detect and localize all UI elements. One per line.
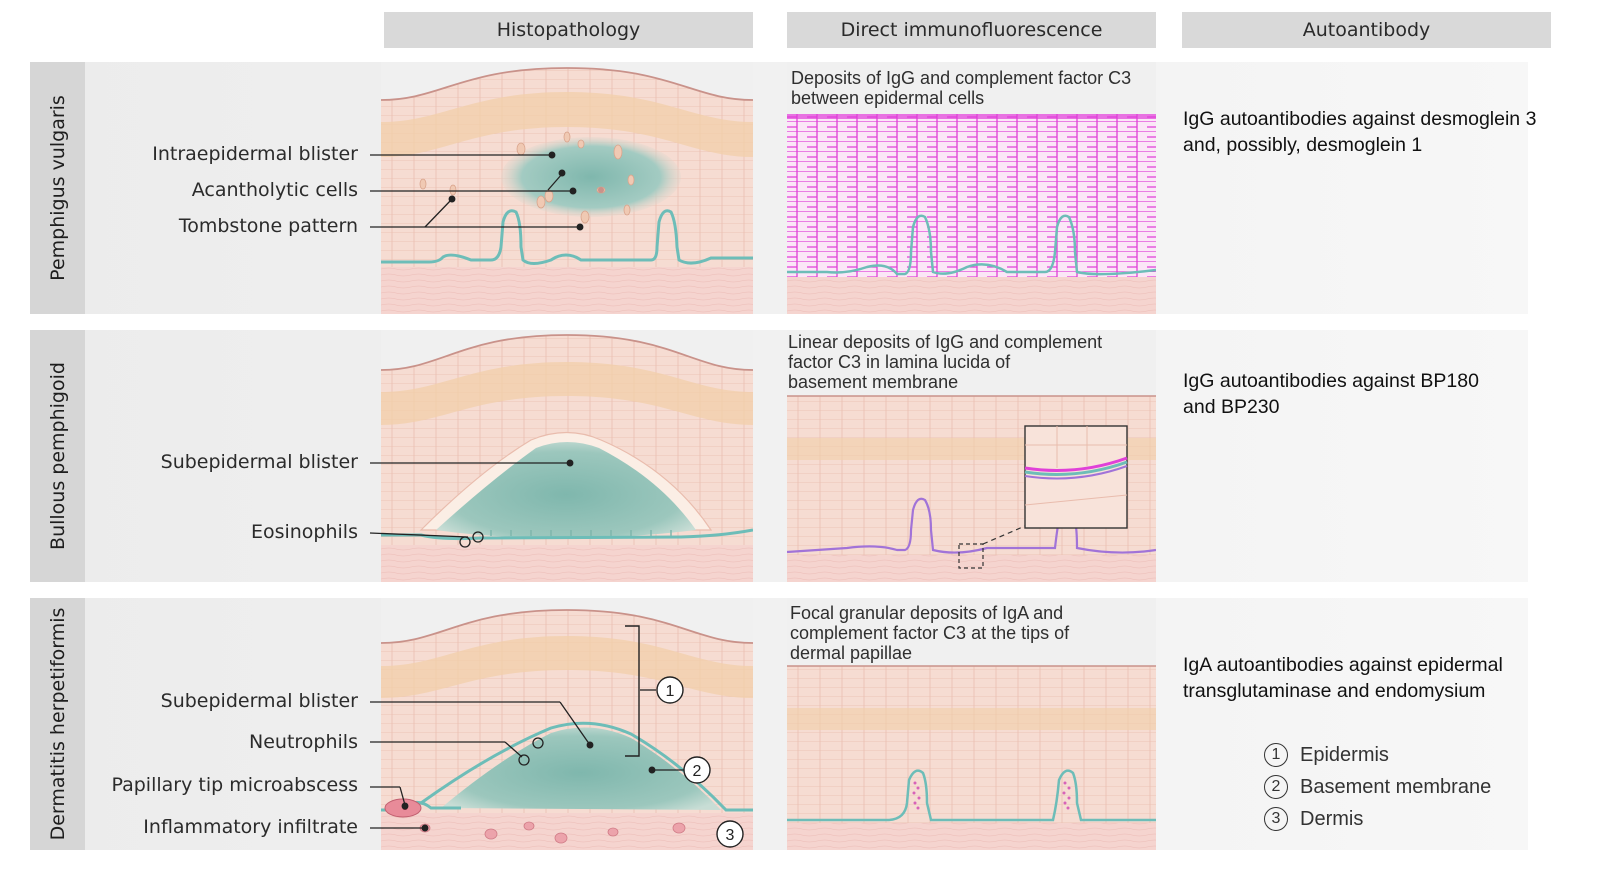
row-label-bullous: Bullous pemphigoid: [30, 330, 85, 582]
header-dif-text: Direct immunofluorescence: [840, 19, 1103, 41]
legend-label: Dermis: [1300, 807, 1364, 830]
dif-panel-dermatitis: [787, 598, 1156, 850]
marker-1-text: 1: [666, 683, 675, 700]
label-subepidermal-blister-dh: Subepidermal blister: [160, 690, 358, 712]
header-dif: Direct immunofluorescence: [787, 12, 1156, 48]
legend-item-basement-membrane: 2 Basement membrane: [1264, 773, 1491, 801]
label-tombstone-pattern: Tombstone pattern: [178, 215, 358, 237]
dif-caption-line: basement membrane: [788, 372, 959, 392]
dif-caption-line: between epidermal cells: [791, 88, 985, 108]
dif-panel-pemphigus: [787, 62, 1156, 314]
dif-caption-dermatitis: Focal granular deposits of IgA and compl…: [790, 603, 1069, 663]
legend-number: 3: [1264, 807, 1288, 831]
legend-item-epidermis: 1 Epidermis: [1264, 741, 1389, 769]
legend-label: Basement membrane: [1300, 775, 1492, 798]
row-band-pemphigus: [30, 62, 1528, 314]
label-acantholytic-cells: Acantholytic cells: [191, 179, 358, 201]
dif-panel-bullous: [787, 330, 1156, 582]
marker-2: [683, 756, 711, 784]
histo-panel-bullous: [381, 330, 753, 582]
autoantibody-line: IgG autoantibodies against desmoglein 3: [1183, 108, 1537, 130]
autoantibody-line: IgA autoantibodies against epidermal: [1183, 654, 1503, 676]
autoantibody-line: and BP230: [1183, 396, 1280, 418]
dif-caption-bullous: Linear deposits of IgG and complement fa…: [788, 332, 1102, 392]
marker-2-text: 2: [693, 763, 702, 780]
marker-3-text: 3: [726, 827, 735, 844]
autoantibody-line: IgG autoantibodies against BP180: [1183, 370, 1479, 392]
header-autoantibody-text: Autoantibody: [1302, 19, 1431, 41]
header-histopathology-text: Histopathology: [496, 19, 641, 41]
dif-caption-line: complement factor C3 at the tips of: [790, 623, 1070, 643]
legend-number: 1: [1264, 743, 1288, 767]
dif-caption-line: Linear deposits of IgG and complement: [788, 332, 1103, 352]
dif-caption-pemphigus: Deposits of IgG and complement factor C3…: [791, 68, 1131, 108]
marker-3: [716, 820, 744, 848]
dif-caption-line: Focal granular deposits of IgA and: [790, 603, 1064, 623]
legend-label: Epidermis: [1300, 743, 1389, 766]
label-eosinophils: Eosinophils: [250, 521, 358, 543]
autoantibody-pemphigus: IgG autoantibodies against desmoglein 3 …: [1183, 106, 1536, 158]
dif-caption-line: factor C3 in lamina lucida of: [788, 352, 1011, 372]
histo-panel-pemphigus: [381, 62, 753, 314]
row-label-pemphigus: Pemphigus vulgaris: [30, 62, 85, 314]
autoantibody-bullous: IgG autoantibodies against BP180 and BP2…: [1183, 368, 1479, 420]
label-neutrophils: Neutrophils: [249, 731, 358, 753]
marker-1: [656, 676, 684, 704]
row-label-dermatitis: Dermatitis herpetiformis: [30, 598, 85, 850]
histo-panel-dermatitis: [381, 598, 753, 850]
autoantibody-line: transglutaminase and endomysium: [1183, 680, 1486, 702]
autoantibody-line: and, possibly, desmoglein 1: [1183, 134, 1423, 156]
label-inflammatory-infiltrate: Inflammatory infiltrate: [143, 816, 358, 838]
label-intraepidermal-blister: Intraepidermal blister: [152, 143, 358, 165]
dif-caption-line: Deposits of IgG and complement factor C3: [791, 68, 1132, 88]
label-subepidermal-blister-bp: Subepidermal blister: [160, 451, 358, 473]
row-band-bullous: [30, 330, 1528, 582]
legend-item-dermis: 3 Dermis: [1264, 805, 1363, 833]
label-papillary-tip-microabscess: Papillary tip microabscess: [111, 774, 359, 796]
legend-number: 2: [1264, 775, 1288, 799]
autoantibody-dermatitis: IgA autoantibodies against epidermal tra…: [1183, 652, 1503, 704]
dif-caption-line: dermal papillae: [790, 643, 913, 663]
header-autoantibody: Autoantibody: [1182, 12, 1551, 48]
header-histopathology: Histopathology: [384, 12, 753, 48]
